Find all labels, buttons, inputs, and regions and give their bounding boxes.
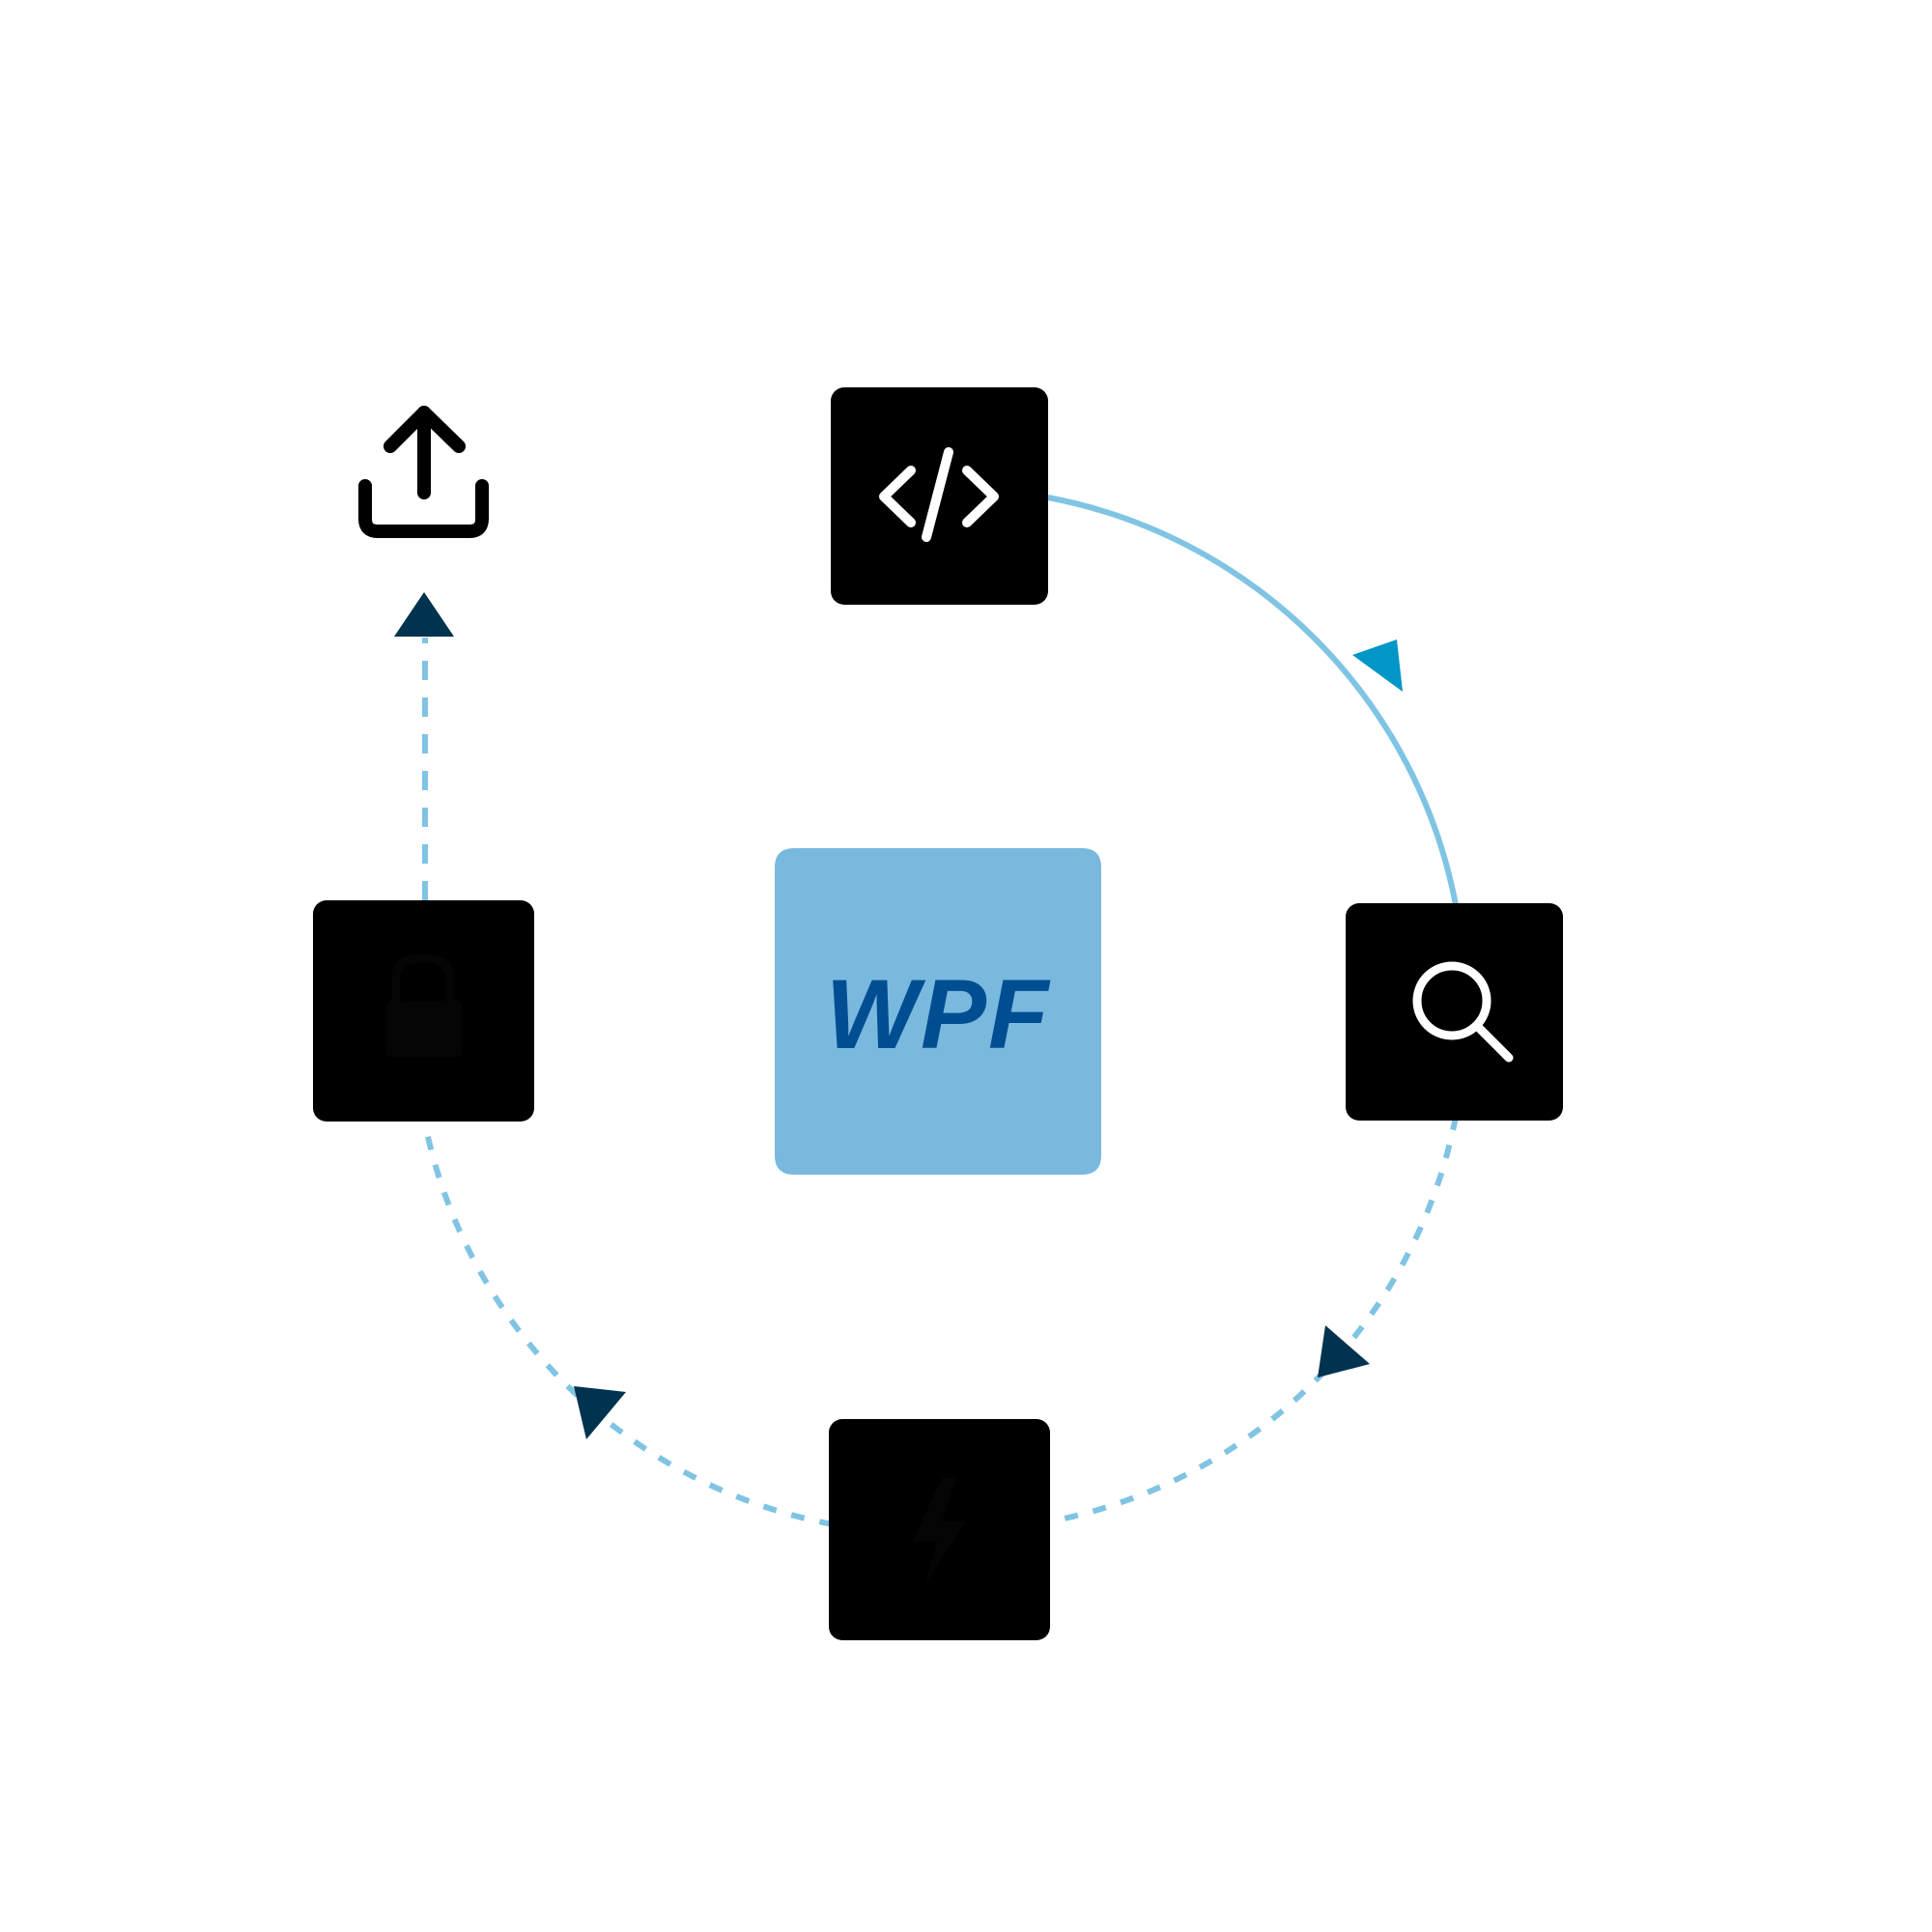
arrowhead-to-upload	[394, 592, 454, 637]
connector-search-to-build	[1049, 1116, 1459, 1524]
center-node[interactable]: WPF	[775, 848, 1101, 1175]
node-build[interactable]	[829, 1419, 1050, 1640]
connector-code-to-search	[1047, 495, 1459, 906]
search-icon	[1412, 961, 1514, 1063]
arrowhead-to-search	[1352, 639, 1403, 692]
arrowhead-to-build	[1318, 1325, 1370, 1378]
code-icon	[879, 447, 999, 542]
upload-icon[interactable]	[358, 406, 489, 538]
connector-build-to-secure	[423, 1127, 834, 1527]
node-search[interactable]	[1346, 903, 1563, 1121]
node-secure[interactable]	[313, 900, 534, 1122]
node-code[interactable]	[831, 387, 1048, 605]
arrowhead-to-secure	[574, 1386, 626, 1439]
center-node-box	[775, 848, 1101, 1175]
center-node-label: WPF	[826, 959, 1051, 1069]
node-search-box	[1346, 903, 1563, 1121]
build-icon	[913, 1478, 966, 1584]
lock-icon	[386, 953, 462, 1057]
